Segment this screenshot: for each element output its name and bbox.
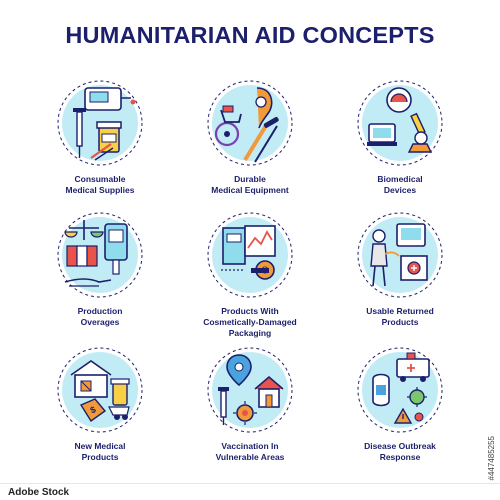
stock-logo: Adobe Stock [8,487,70,498]
damaged-packaging-icon [205,210,295,300]
stock-footer: Adobe Stock [0,483,500,500]
concept-caption: Biomedical Devices [377,174,423,195]
concept-caption: Consumable Medical Supplies [65,174,135,195]
disease-outbreak-icon [355,345,445,435]
biomedical-devices-icon [355,78,445,168]
svg-text:$: $ [89,404,98,415]
medical-equipment-icon [205,78,295,168]
concept-caption: Vaccination In Vulnerable Areas [215,441,285,462]
medical-supplies-icon [55,78,145,168]
concept-caption: Disease Outbreak Response [364,441,436,462]
concept-caption: Products With Cosmetically-Damaged Packa… [203,306,297,338]
new-medical-products-icon: $ [55,345,145,435]
concept-caption: Production Overages [77,306,123,327]
page-title: HUMANITARIAN AID CONCEPTS [65,22,435,48]
concept-caption: New Medical Products [74,441,126,462]
returned-products-icon [355,210,445,300]
concept-caption: Durable Medical Equipment [211,174,289,195]
stock-image-id: #447485255 [487,435,496,481]
production-overages-icon [55,210,145,300]
vaccination-icon [205,345,295,435]
concept-caption: Usable Returned Products [366,306,434,327]
